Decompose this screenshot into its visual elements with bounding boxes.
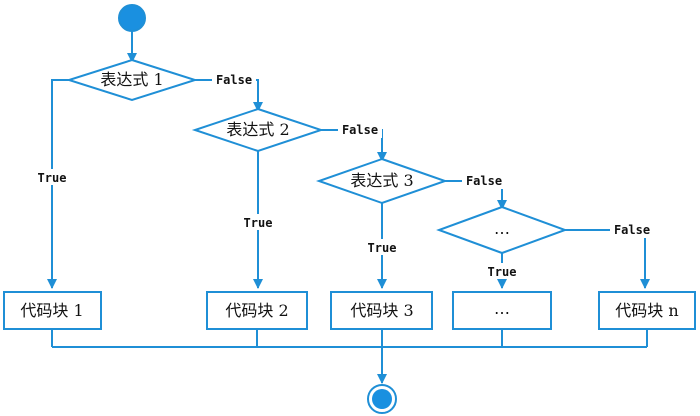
code-block-1: 代码块 1: [3, 291, 102, 330]
false-label-bg-3: [462, 173, 506, 189]
true-label-bg-2: [240, 214, 276, 230]
true-label-bg-3: [364, 239, 400, 255]
false-label-bg-1: [212, 72, 256, 88]
edge-cond4-false: [565, 229, 650, 289]
true-label-1: True: [38, 171, 67, 185]
code-block-4-label: …: [494, 299, 510, 318]
code-block-3: 代码块 3: [330, 291, 433, 330]
false-label-bg-4: [610, 222, 654, 238]
code-block-1-box: [3, 291, 102, 330]
true-label-bg-1: [37, 169, 69, 185]
condition-3: 表达式 3: [315, 157, 449, 205]
true-label-bg-4: [484, 263, 520, 279]
false-label-bg-2: [338, 122, 382, 138]
end-node-core: [372, 389, 392, 409]
code-block-2-label: 代码块 2: [225, 301, 288, 320]
condition-4: …: [436, 205, 568, 255]
false-label-3: False: [466, 174, 502, 188]
code-block-n: 代码块 n: [598, 291, 696, 330]
condition-2: 表达式 2: [191, 107, 325, 153]
code-block-4-box: [452, 291, 552, 330]
false-label-2: False: [342, 123, 378, 137]
end-node: [367, 384, 397, 414]
condition-3-label: 表达式 3: [350, 171, 413, 190]
code-block-n-label: 代码块 n: [615, 301, 678, 320]
true-label-4: True: [488, 265, 517, 279]
condition-1: 表达式 1: [65, 58, 199, 102]
false-label-4: False: [614, 223, 650, 237]
true-label-3: True: [368, 241, 397, 255]
condition-1-diamond: [65, 58, 199, 102]
condition-2-label: 表达式 2: [226, 120, 289, 139]
code-block-3-label: 代码块 3: [350, 301, 413, 320]
true-label-2: True: [244, 216, 273, 230]
code-block-4: …: [452, 291, 552, 330]
code-block-1-label: 代码块 1: [20, 301, 83, 320]
false-label-1: False: [216, 73, 252, 87]
code-block-2-box: [206, 291, 308, 330]
code-block-2: 代码块 2: [206, 291, 308, 330]
edge-cond1-true: [47, 79, 69, 289]
start-node: [118, 4, 146, 32]
condition-1-label: 表达式 1: [100, 70, 163, 89]
condition-4-label: …: [494, 219, 510, 238]
